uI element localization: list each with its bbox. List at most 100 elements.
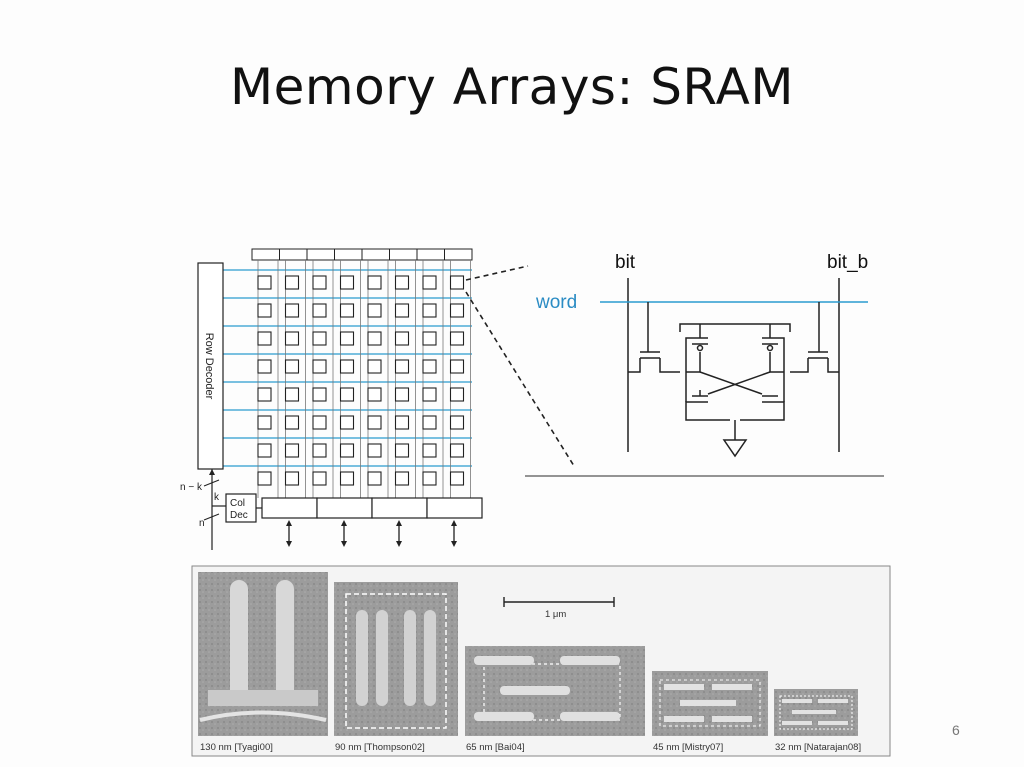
- memory-cell: [394, 471, 410, 486]
- micrograph-130nm: [198, 572, 328, 736]
- scale-bar-label: 1 μm: [545, 609, 566, 620]
- column-circuit-box: [279, 248, 308, 261]
- column-mux-box: [261, 497, 318, 519]
- memory-cell: [339, 443, 355, 458]
- memory-cell: [367, 331, 382, 346]
- micrograph-90nm: [334, 582, 458, 736]
- memory-cell: [367, 275, 382, 290]
- memory-cell: [257, 443, 272, 458]
- memory-cell: [394, 415, 410, 430]
- memory-cell: [284, 471, 300, 486]
- memory-cell: [339, 471, 355, 486]
- caption-90nm: 90 nm [Thompson02]: [335, 742, 425, 753]
- memory-cell: [449, 443, 465, 458]
- memory-cell: [449, 331, 465, 346]
- column-mux-box: [426, 497, 483, 519]
- data-io-arrow-up: [341, 520, 347, 526]
- memory-cell: [367, 471, 382, 486]
- memory-cells: [257, 275, 465, 486]
- row-decoder-label: Row Decoder: [203, 333, 215, 400]
- k-label: k: [214, 492, 220, 503]
- row-decoder: [197, 262, 224, 470]
- memory-cell: [367, 359, 382, 374]
- data-io-arrow-up: [451, 520, 457, 526]
- column-circuitry-top: [251, 248, 473, 261]
- data-io-arrow-down: [286, 541, 292, 547]
- memory-cell: [339, 387, 355, 402]
- memory-cell: [394, 275, 410, 290]
- memory-cell: [312, 415, 327, 430]
- micrograph-32nm: [774, 689, 858, 736]
- column-circuit-box: [306, 248, 335, 261]
- memory-cell: [422, 471, 437, 486]
- caption-65nm: 65 nm [Bai04]: [466, 742, 525, 753]
- memory-cell: [312, 471, 327, 486]
- column-mux-box: [316, 497, 373, 519]
- column-circuit-box: [389, 248, 418, 261]
- memory-cell: [339, 359, 355, 374]
- memory-cell: [257, 471, 272, 486]
- memory-cell: [284, 415, 300, 430]
- bitlines: [257, 260, 471, 498]
- memory-cell: [422, 303, 437, 318]
- zoom-line-top: [465, 265, 529, 281]
- memory-cell: [257, 275, 272, 290]
- memory-cell: [312, 387, 327, 402]
- column-circuit-box: [361, 248, 390, 261]
- memory-cell: [449, 387, 465, 402]
- zoom-line-bottom: [465, 291, 575, 467]
- memory-cell: [367, 303, 382, 318]
- memory-cell: [449, 303, 465, 318]
- caption-45nm: 45 nm [Mistry07]: [653, 742, 723, 753]
- memory-cell: [284, 331, 300, 346]
- memory-cell: [394, 303, 410, 318]
- memory-cell: [449, 359, 465, 374]
- data-io-arrows: [286, 520, 457, 547]
- memory-cell: [422, 443, 437, 458]
- memory-cell: [284, 387, 300, 402]
- scale-bar: 1 μm: [503, 597, 615, 620]
- bit-b-label: bit_b: [827, 252, 868, 273]
- col-dec-label-2: Dec: [230, 510, 248, 521]
- memory-cell: [339, 415, 355, 430]
- memory-cell: [422, 387, 437, 402]
- sram-cell-schematic: bit bit_b word: [535, 252, 868, 458]
- wordlines: [223, 269, 472, 467]
- memory-cell: [312, 331, 327, 346]
- memory-cell: [312, 275, 327, 290]
- sram-micrographs: 1 μm: [191, 565, 891, 757]
- memory-cell: [257, 415, 272, 430]
- data-io-arrow-down: [451, 541, 457, 547]
- n-minus-k-label: n − k: [180, 482, 203, 493]
- memory-cell: [284, 275, 300, 290]
- slide-number: 6: [952, 722, 960, 738]
- memory-cell: [312, 443, 327, 458]
- memory-cell: [367, 415, 382, 430]
- caption-32nm: 32 nm [Natarajan08]: [775, 742, 861, 753]
- memory-cell: [257, 387, 272, 402]
- memory-cell: [394, 331, 410, 346]
- memory-cell: [312, 303, 327, 318]
- column-mux-box: [371, 497, 428, 519]
- memory-cell: [312, 359, 327, 374]
- memory-cell: [284, 359, 300, 374]
- col-dec-label-1: Col: [230, 498, 245, 509]
- memory-cell: [339, 331, 355, 346]
- slide-title: Memory Arrays: SRAM: [230, 58, 794, 116]
- column-circuit-box: [416, 248, 445, 261]
- column-circuit-box: [444, 248, 473, 261]
- data-io-arrow-down: [396, 541, 402, 547]
- memory-cell: [422, 331, 437, 346]
- data-io-arrow-up: [396, 520, 402, 526]
- column-decoder: [225, 493, 257, 523]
- memory-cell: [449, 275, 465, 290]
- data-io-arrow-down: [341, 541, 347, 547]
- column-circuit-box: [251, 248, 280, 261]
- micrograph-65nm: [465, 646, 645, 736]
- memory-cell: [422, 275, 437, 290]
- memory-cell: [367, 387, 382, 402]
- sram-array-diagram: Row Decoder n − k k n Col Dec: [180, 248, 575, 550]
- memory-cell: [284, 303, 300, 318]
- memory-cell: [449, 471, 465, 486]
